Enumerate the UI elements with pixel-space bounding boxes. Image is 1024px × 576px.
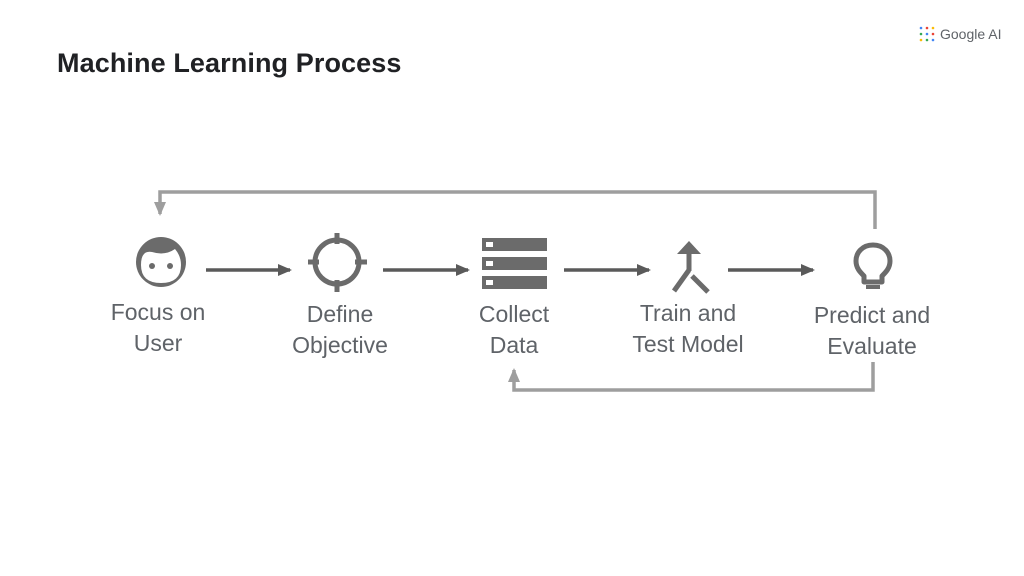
crosshair-icon <box>308 233 367 292</box>
merge-arrow-icon <box>671 241 710 294</box>
feedback-arrow-bottom <box>508 362 875 392</box>
face-icon <box>136 237 186 287</box>
google-ai-dots-icon <box>919 26 935 42</box>
page-title: Machine Learning Process <box>57 48 402 78</box>
google-ai-logo: Google AI <box>918 25 1002 43</box>
database-icon <box>482 238 547 289</box>
logo-text: Google AI <box>940 26 1002 42</box>
lightbulb-icon <box>853 242 893 289</box>
feedback-arrow-top <box>154 190 877 229</box>
